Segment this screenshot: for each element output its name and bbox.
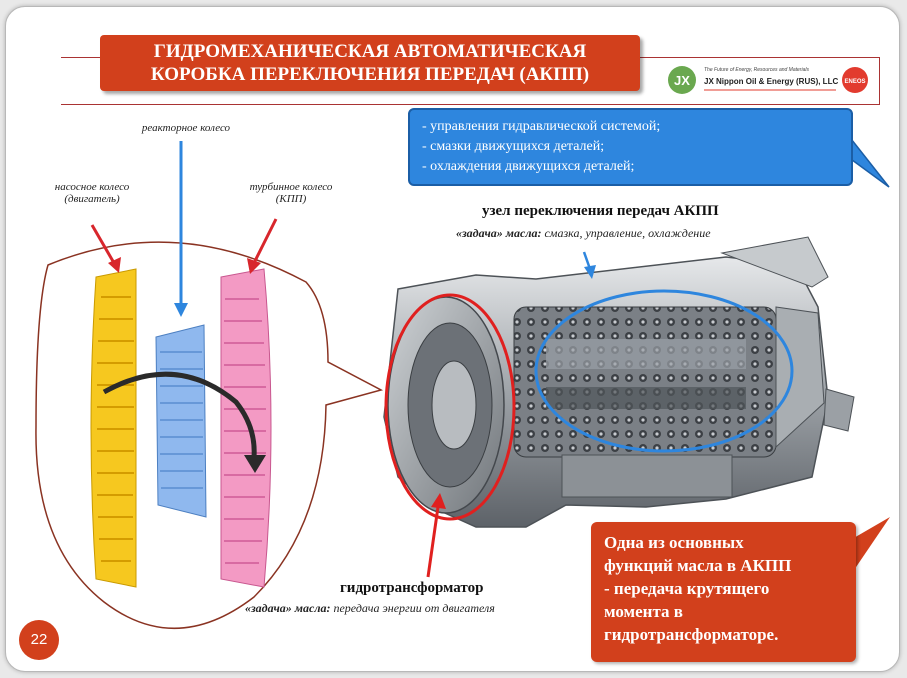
pump-wheel-label-line1: насосное колесо — [54, 181, 130, 193]
turbine-wheel-label-line2: (КПП) — [275, 193, 307, 205]
company-logo: JX ENEOS The Future of Energy, Resources… — [664, 63, 874, 97]
note-line-3: - передача крутящего — [604, 579, 770, 598]
pump-arrow — [90, 224, 116, 264]
oil-flow-arrow — [102, 371, 257, 458]
page-number: 22 — [19, 620, 59, 660]
torque-converter-task: «задача» масла: передача энергии от двиг… — [245, 601, 495, 616]
oil-function-item: - управления гидравлической системой; — [422, 119, 661, 134]
note-line-4: момента в — [604, 602, 683, 621]
logo-brand: ENEOS — [844, 79, 865, 85]
torque-converter-highlight — [384, 293, 516, 521]
note-line-1: Одна из основных — [604, 533, 744, 552]
slide-title: ГИДРОМЕХАНИЧЕСКАЯ АВТОМАТИЧЕСКАЯ КОРОБКА… — [100, 35, 640, 91]
reactor-wheel — [155, 324, 207, 518]
slide: ГИДРОМЕХАНИЧЕСКАЯ АВТОМАТИЧЕСКАЯ КОРОБКА… — [5, 6, 900, 672]
orange-callout-tail — [852, 517, 890, 573]
pump-wheel — [90, 268, 137, 588]
logo-company: JX Nippon Oil & Energy (RUS), LLC — [704, 77, 839, 86]
note-line-2: функций масла в АКПП — [604, 556, 792, 575]
logo-mark: JX — [674, 73, 690, 88]
logo-graphic: JX ENEOS — [668, 66, 868, 94]
torque-converter-task-label: «задача» масла: — [245, 601, 331, 615]
oil-flow-arrowhead — [244, 455, 266, 473]
diagram-artwork — [35, 132, 890, 629]
oil-function-note: Одна из основных функций масла в АКПП - … — [591, 522, 856, 662]
pump-wheel-label: насосное колесо (двигатель) — [22, 181, 162, 205]
gear-unit-task: «задача» масла: смазка, управление, охла… — [456, 226, 711, 241]
turbine-wheel — [220, 268, 272, 588]
turbine-wheel-label: турбинное колесо (КПП) — [221, 181, 361, 205]
torque-converter-title: гидротрансформатор — [340, 580, 484, 596]
gear-unit-highlight — [534, 289, 794, 453]
turbine-arrow — [252, 218, 278, 264]
gear-unit-task-label: «задача» масла: — [456, 226, 542, 240]
oil-function-item: - охлаждения движущихся деталей; — [422, 159, 635, 174]
torque-converter-arrow — [426, 506, 440, 578]
gear-unit-title: узел переключения передач АКПП — [482, 203, 719, 219]
pump-wheel-label-line2: (двигатель) — [64, 193, 120, 205]
reactor-wheel-label: реакторное колесо — [141, 122, 231, 134]
turbine-wheel-label-line1: турбинное колесо — [249, 181, 333, 193]
title-line-2: КОРОБКА ПЕРЕКЛЮЧЕНИЯ ПЕРЕДАЧ (АКПП) — [150, 64, 590, 85]
title-line-1: ГИДРОМЕХАНИЧЕСКАЯ АВТОМАТИЧЕСКАЯ — [153, 41, 587, 62]
logo-tagline: The Future of Energy, Resources and Mate… — [704, 67, 809, 73]
blue-callout-tail — [847, 132, 890, 188]
torque-converter-task-text: передача энергии от двигателя — [330, 601, 495, 615]
transmission-illustration — [383, 236, 855, 528]
converter-balloon — [35, 241, 384, 629]
gear-unit-arrow — [582, 251, 592, 270]
note-line-5: гидротрансформаторе. — [604, 625, 779, 644]
oil-functions-callout: - управления гидравлической системой; - … — [408, 108, 853, 186]
oil-function-item: - смазки движущихся деталей; — [422, 139, 605, 154]
gear-unit-task-text: смазка, управление, охлаждение — [541, 226, 711, 240]
